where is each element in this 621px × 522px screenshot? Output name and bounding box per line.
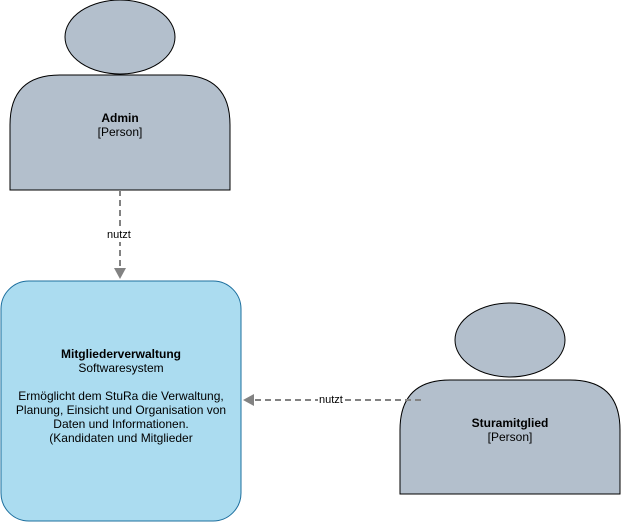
- system-description-line: Planung, Einsicht und Organisation von: [15, 403, 227, 417]
- sturamitglied-type: [Person]: [487, 430, 533, 444]
- edge-label-sturamitglied: nutzt: [318, 394, 344, 407]
- system-description-line: Ermöglicht dem StuRa die Verwaltung,: [18, 389, 224, 403]
- system-description-line: Daten und Informationen.: [53, 417, 189, 431]
- admin-head: [64, 0, 176, 75]
- sturamitglied-person-shape[interactable]: [399, 302, 621, 495]
- edge-label-admin: nutzt: [106, 229, 132, 242]
- admin-body: [9, 74, 231, 191]
- arrowhead: [114, 268, 126, 279]
- system-type: Softwaresystem: [78, 361, 164, 375]
- system-name: Mitgliederverwaltung: [60, 347, 182, 361]
- sturamitglied-name: Sturamitglied: [471, 416, 549, 430]
- system-description-line: (Kandidaten und Mitglieder: [49, 431, 193, 445]
- sturamitglied-label: Sturamitglied [Person]: [400, 416, 620, 444]
- admin-name: Admin: [101, 111, 139, 125]
- arrowhead: [243, 394, 254, 406]
- admin-type: [Person]: [97, 125, 143, 139]
- system-box[interactable]: [0, 280, 242, 522]
- system-label: Mitgliederverwaltung Softwaresystem Ermö…: [1, 347, 241, 445]
- admin-label: Admin [Person]: [10, 111, 230, 139]
- sturamitglied-body: [399, 379, 621, 495]
- sturamitglied-head: [454, 302, 566, 378]
- admin-person-shape[interactable]: [9, 0, 231, 191]
